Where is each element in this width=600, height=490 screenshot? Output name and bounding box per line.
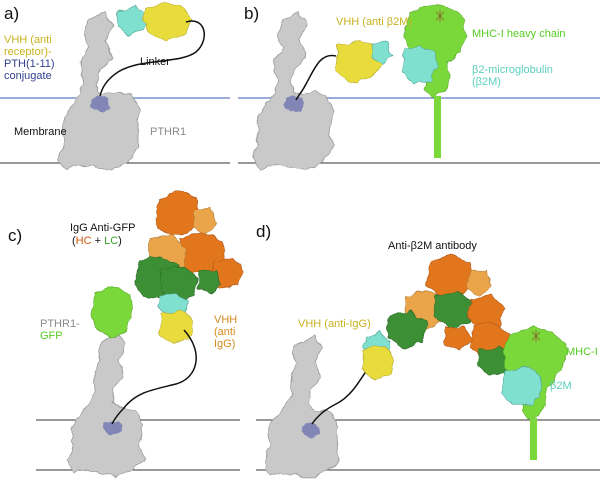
panel-d: [256, 254, 600, 478]
b2m-label-line2-b: (β2M): [472, 76, 501, 88]
hc-lc-plus: +: [92, 235, 105, 247]
linker-line-d: [312, 362, 372, 424]
mhc-label-d: MHC-I: [566, 346, 598, 358]
panel-letter-b: b): [244, 4, 259, 24]
igg-anti-gfp-c: [134, 192, 244, 302]
pthr1-receptor-b: [252, 12, 334, 170]
vhh-anti-b2m-b: [336, 40, 392, 82]
pthr1-gfp-line2-c: GFP: [40, 330, 63, 342]
vhh-label-line3-a: PTH(1-11): [4, 58, 55, 70]
vhh-label-d: VHH (anti-IgG): [298, 318, 371, 330]
vhh-label-b: VHH (anti β2M): [336, 16, 412, 28]
pthr1-receptor-a: [58, 12, 140, 170]
vhh-label-line3-c: IgG): [214, 338, 235, 350]
receptor-label-a: PTHR1: [150, 126, 186, 138]
antibody-label-d: Anti-β2M antibody: [388, 240, 477, 252]
b2m-label-line1-b: β2-microglobulin: [472, 64, 553, 76]
linker-label-a: Linker: [140, 56, 170, 68]
pth-peptide-a: [90, 96, 110, 112]
vhh-label-line2-c: (anti: [214, 326, 235, 338]
mhc-transmembrane-d: [530, 418, 537, 460]
panel-letter-d: d): [256, 222, 271, 242]
vhh-conjugate-a: [116, 4, 192, 40]
vhh-label-line1-c: VHH: [214, 314, 237, 326]
panel-a: [0, 4, 230, 170]
hc-label: HC: [76, 235, 92, 247]
pthr1-receptor-c: [68, 334, 144, 476]
panel-letter-a: a): [4, 4, 19, 24]
vhh-label-line1-a: VHH (anti: [4, 34, 52, 46]
anti-b2m-antibody-d: [388, 254, 514, 376]
pth-peptide-d: [301, 423, 319, 437]
hc-lc-legend-c: (HC + LC): [72, 235, 122, 247]
vhh-label-line2-a: receptor)-: [4, 46, 52, 58]
vhh-anti-igg-d: [362, 332, 394, 380]
igg-title-c: IgG Anti-GFP: [70, 222, 135, 234]
b2m-label-d: β2M: [550, 380, 572, 392]
lc-label: LC: [104, 235, 118, 247]
pthr1-gfp-line1-c: PTHR1-: [40, 318, 80, 330]
pthr1-receptor-d: [264, 336, 340, 478]
pth-peptide-b: [284, 96, 304, 112]
panel-letter-c: c): [8, 226, 22, 246]
panel-c: [36, 192, 244, 476]
membrane-label-a: Membrane: [14, 126, 67, 138]
hc-lc-close-paren: ): [118, 235, 122, 247]
mhc-transmembrane-b: [434, 96, 441, 158]
vhh-label-line4-a: conjugate: [4, 70, 52, 82]
gfp-c: [92, 286, 132, 338]
heavy-chain-label-b: MHC-I heavy chain: [472, 28, 566, 40]
